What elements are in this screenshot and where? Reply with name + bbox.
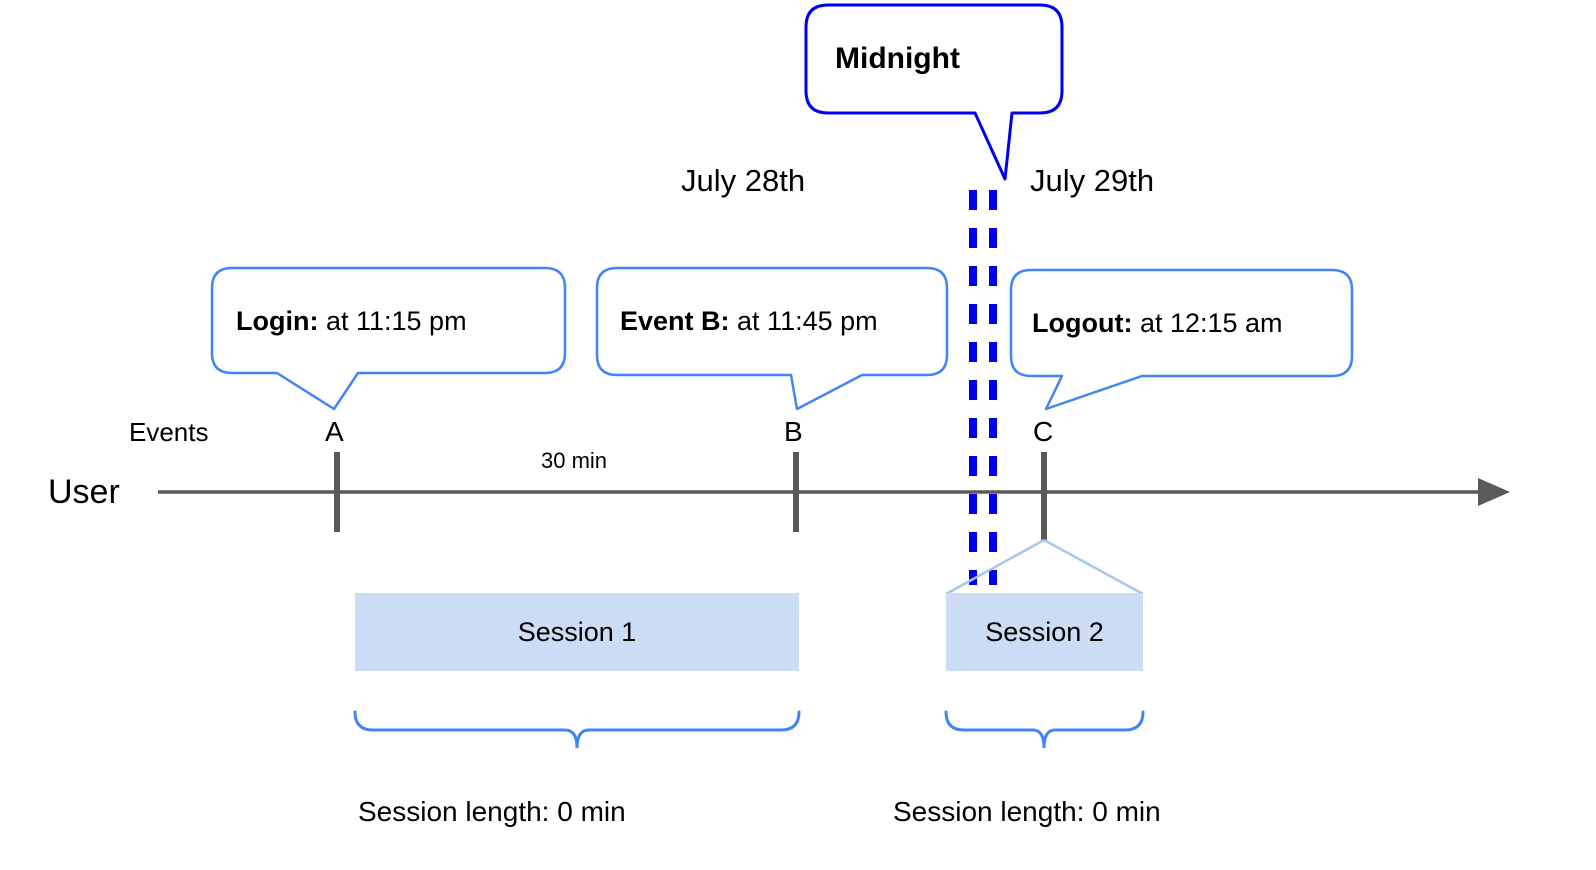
midnight-bubble-label: Midnight (835, 42, 960, 75)
event-c-bubble-rest: at 12:15 am (1132, 308, 1283, 338)
event-a-bubble-lead: Login: (236, 306, 319, 336)
event-c-bubble-lead: Logout: (1032, 308, 1133, 338)
event-c-bubble-text: Logout: at 12:15 am (1032, 310, 1283, 337)
session-2-label: Session 2 (985, 616, 1104, 647)
event-c-bubble-outline (1009, 268, 1354, 411)
timeline-arrow-icon (1478, 478, 1510, 506)
event-a-bubble-rest: at 11:15 pm (318, 306, 467, 336)
session-2-brace (944, 710, 1145, 749)
session-1-brace (353, 710, 801, 749)
session-1-length-caption: Session length: 0 min (358, 796, 626, 827)
duration-label-30-min: 30 min (541, 448, 608, 473)
event-b-bubble-text: Event B: at 11:45 pm (620, 308, 878, 335)
event-a-bubble-outline (210, 266, 567, 411)
session-1-box: Session 1 (355, 593, 799, 671)
midnight-bubble-outline (804, 3, 1064, 181)
events-row-label: Events (129, 417, 209, 447)
event-b-bubble-outline (595, 266, 949, 411)
event-b-bubble-rest: at 11:45 pm (729, 306, 878, 336)
event-marker-label-b: B (784, 416, 803, 447)
event-b-bubble-lead: Event B: (620, 306, 730, 336)
date-label-july-28: July 28th (681, 163, 806, 198)
event-a-bubble-text: Login: at 11:15 pm (236, 308, 467, 335)
event-marker-label-a: A (325, 416, 344, 447)
session-1-label: Session 1 (517, 616, 637, 647)
session-2-length-caption: Session length: 0 min (893, 796, 1161, 827)
event-marker-label-c: C (1033, 416, 1054, 447)
date-label-july-29: July 29th (1030, 163, 1155, 198)
user-row-label: User (48, 473, 120, 511)
session-2-box: Session 2 (946, 593, 1143, 671)
session-2-funnel-connector (945, 538, 1144, 596)
